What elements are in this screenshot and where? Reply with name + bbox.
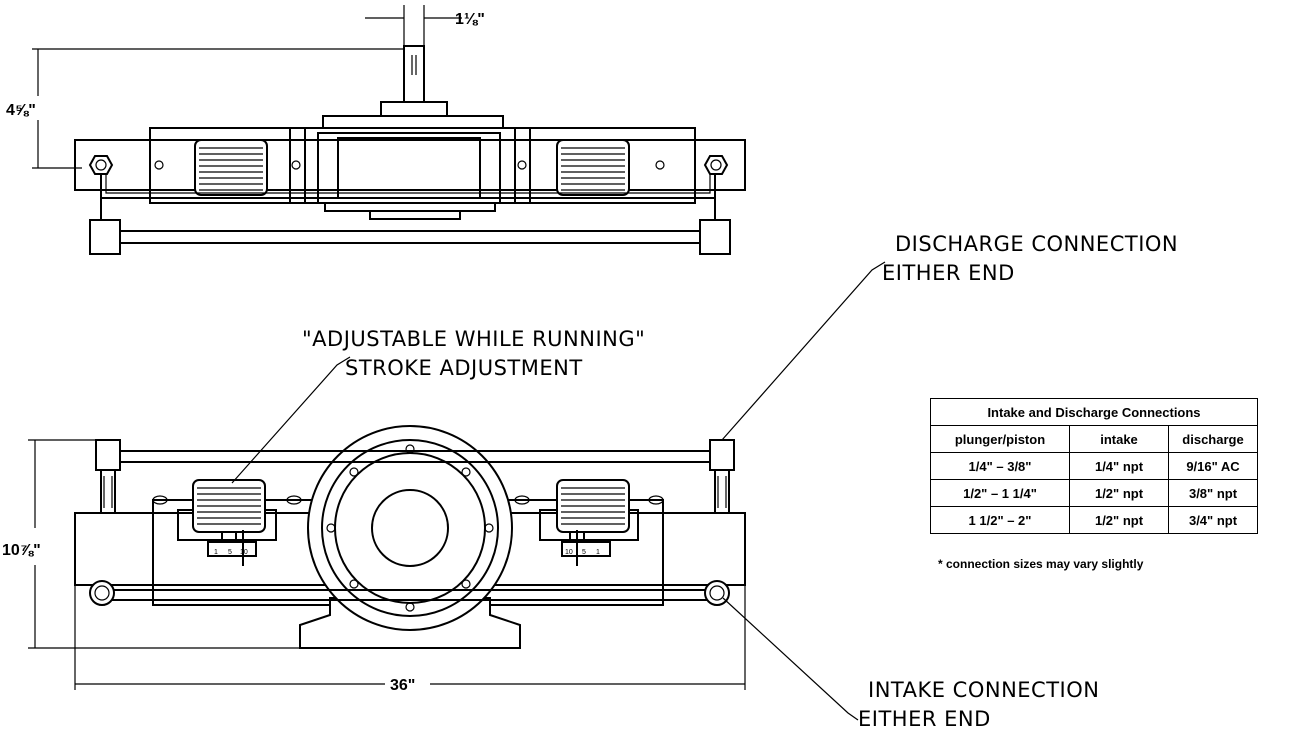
front-view: 10⅞" 36" (2, 425, 746, 694)
table-cell: 9/16" AC (1168, 452, 1258, 480)
column-header-intake: intake (1069, 425, 1169, 453)
table-cell: 1/2" – 1 1/4" (930, 479, 1070, 507)
column-header-discharge: discharge (1168, 425, 1258, 453)
stroke-callout-line1: "ADJUSTABLE WHILE RUNNING" (302, 327, 645, 351)
intake-callout: INTAKE CONNECTION EITHER END (722, 597, 1099, 731)
intake-callout-line1: INTAKE CONNECTION (868, 678, 1099, 702)
table-cell: 3/4" npt (1168, 506, 1258, 534)
intake-fitting-right (704, 580, 730, 606)
table-row: 1 1/2" – 2" 1/2" npt 3/4" npt (930, 506, 1258, 534)
table-cell: 1/2" npt (1069, 479, 1169, 507)
discharge-callout: DISCHARGE CONNECTION EITHER END (721, 232, 1178, 441)
table-cell: 1/4" npt (1069, 452, 1169, 480)
discharge-fitting-left-top (88, 155, 114, 175)
stroke-callout: "ADJUSTABLE WHILE RUNNING" STROKE ADJUST… (231, 327, 645, 484)
discharge-fitting-right-top (703, 155, 729, 175)
overall-length-dimension: 36" (390, 677, 415, 694)
dial-mark-1-right: 1 (596, 549, 600, 556)
motor-flange (299, 425, 521, 649)
table-row: 1/4" – 3/8" 1/4" npt 9/16" AC (930, 452, 1258, 480)
dial-mark-5-left: 5 (228, 549, 232, 556)
stroke-adjuster-left: 1 5 10 (192, 479, 266, 566)
discharge-callout-line1: DISCHARGE CONNECTION (895, 232, 1178, 256)
discharge-fitting-right (709, 439, 735, 471)
top-height-dimension: 4⅝" (6, 102, 36, 119)
intake-fitting-left (89, 580, 115, 606)
discharge-callout-line2: EITHER END (882, 261, 1015, 285)
stroke-adjuster-right: 10 5 1 (556, 479, 630, 566)
table-cell: 1/2" npt (1069, 506, 1169, 534)
overall-height-dimension: 10⅞" (2, 542, 41, 559)
table-footnote: * connection sizes may vary slightly (938, 557, 1144, 571)
connections-table: Intake and Discharge Connections plunger… (930, 398, 1258, 534)
dial-mark-1-left: 1 (214, 549, 218, 556)
stroke-callout-line2: STROKE ADJUSTMENT (345, 356, 583, 380)
dial-mark-5-right: 5 (582, 549, 586, 556)
discharge-fitting-left (95, 439, 121, 471)
stroke-adjuster-left-top (194, 139, 268, 196)
table-cell: 3/8" npt (1168, 479, 1258, 507)
dial-mark-10-right: 10 (565, 549, 573, 556)
shaft-width-dimension: 1⅛" (455, 11, 485, 28)
table-cell: 1 1/2" – 2" (930, 506, 1070, 534)
stroke-adjuster-right-top (556, 139, 630, 196)
connections-table-title: Intake and Discharge Connections (930, 398, 1258, 426)
column-header-plunger: plunger/piston (930, 425, 1070, 453)
table-row: 1/2" – 1 1/4" 1/2" npt 3/8" npt (930, 479, 1258, 507)
intake-callout-line2: EITHER END (858, 707, 991, 731)
table-cell: 1/4" – 3/8" (930, 452, 1070, 480)
top-view: 1⅛" 4⅝" (6, 5, 746, 255)
